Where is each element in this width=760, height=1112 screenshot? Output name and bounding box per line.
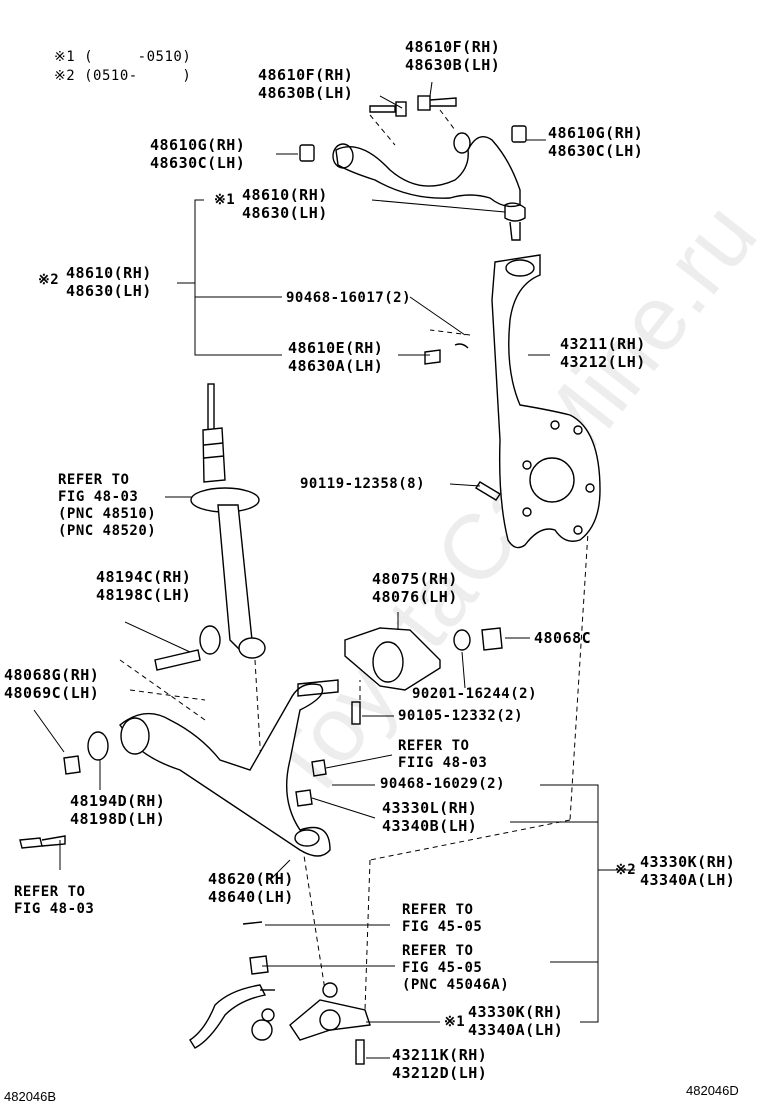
label-90105: 90105-12332(2) (398, 708, 524, 724)
label-43211k: 43211K(RH) 43212D(LH) (392, 1046, 488, 1082)
note-mark-1: ※1 (214, 192, 236, 208)
nut-45-05 (249, 955, 269, 975)
label-48610e: 48610E(RH) 48630A(LH) (288, 339, 384, 375)
label-43330l: 43330L(RH) 43340B(LH) (382, 799, 478, 835)
label-48194c: 48194C(RH) 48198C(LH) (96, 568, 192, 604)
label-43330k-bottom: 43330K(RH) 43340A(LH) (468, 1003, 564, 1039)
label-48194d: 48194D(RH) 48198D(LH) (70, 792, 166, 828)
note-mark-1b: ※1 (444, 1014, 466, 1030)
bracket-bolt (351, 701, 394, 725)
bolt-bottom (355, 1039, 390, 1065)
label-refer-45-05: REFER TO FIG 45-05 (402, 902, 483, 935)
label-48610-2: 48610(RH) 48630(LH) (66, 264, 152, 300)
label-90201: 90201-16244(2) (412, 686, 538, 702)
stabilizer-bar (189, 984, 275, 1049)
label-90119: 90119-12358(8) (300, 476, 426, 492)
steering-knuckle (491, 254, 601, 549)
ball-joint (251, 982, 371, 1041)
label-48068c: 48068C (534, 629, 592, 647)
knuckle-bolt (475, 481, 501, 501)
castle-nut (424, 343, 469, 365)
dashed-guides (119, 109, 591, 1011)
bushing-left (299, 144, 315, 162)
nut-48068g (63, 755, 81, 775)
nut-upper-ref (311, 759, 327, 777)
label-48620: 48620(RH) 48640(LH) (208, 870, 294, 906)
label-48075: 48075(RH) 48076(LH) (372, 570, 458, 606)
label-90468-16029: 90468-16029(2) (380, 776, 506, 792)
note-mark-2b: ※2 (615, 862, 637, 878)
label-refer-48-03-bolt: REFER TO FIG 48-03 (14, 884, 95, 917)
label-refer-fiig-48-03: REFER TO FIIG 48-03 (398, 738, 488, 771)
note-mark-2: ※2 (38, 272, 60, 288)
label-48610g-right: 48610G(RH) 48630C(LH) (548, 124, 644, 160)
bushing-bracket (344, 612, 441, 691)
figure-code-left: 482046B (4, 1089, 57, 1104)
nut-90468 (295, 789, 313, 807)
label-48610g-left: 48610G(RH) 48630C(LH) (150, 136, 246, 172)
label-refer-48-03-shock: REFER TO FIG 48-03 (PNC 48510) (PNC 4852… (58, 472, 157, 539)
upper-control-arm (332, 132, 526, 241)
legend-row-1: ※1 ( -0510) (54, 49, 192, 65)
bolt-left (19, 835, 66, 849)
label-refer-45-05-pnc: REFER TO FIG 45-05 (PNC 45046A) (402, 943, 510, 993)
leader-lines-lower (59, 784, 635, 1023)
label-48610f-top: 48610F(RH) 48630B(LH) (405, 38, 501, 74)
bushing-right (511, 125, 527, 143)
cotter-pin (242, 921, 263, 925)
upper-bolt (369, 95, 457, 117)
label-90468-16017: 90468-16017(2) (286, 290, 412, 306)
lower-arm-bolt (124, 621, 221, 671)
nut-48068c (481, 627, 503, 651)
label-43211: 43211(RH) 43212(LH) (560, 335, 646, 371)
label-48610: 48610(RH) 48630(LH) (242, 186, 328, 222)
washer (453, 629, 471, 651)
lower-control-arm (119, 679, 339, 857)
label-48610f: 48610F(RH) 48630B(LH) (258, 66, 354, 102)
legend-row-2: ※2 (0510- ) (54, 68, 192, 84)
bushing-48194d (87, 731, 109, 761)
label-48068g: 48068G(RH) 48069C(LH) (4, 666, 100, 702)
label-43330k-top: 43330K(RH) 43340A(LH) (640, 853, 736, 889)
shock-absorber (190, 383, 266, 659)
figure-code-right: 482046D (686, 1083, 739, 1098)
